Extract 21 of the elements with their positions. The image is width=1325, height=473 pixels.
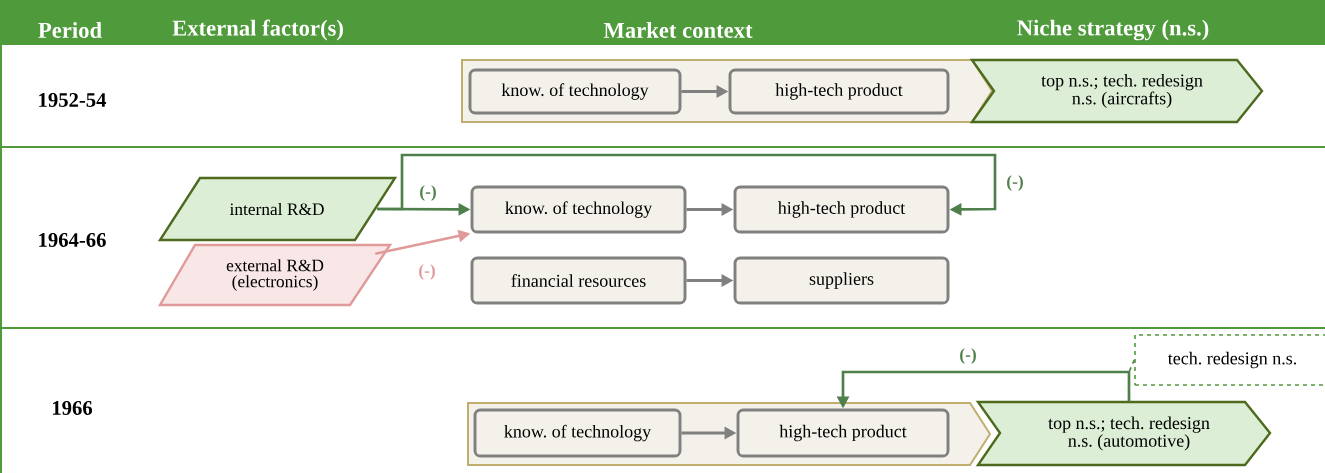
edge-label: (-): [417, 262, 437, 282]
leader-line: [1128, 359, 1135, 373]
period-label: 1952-54: [39, 93, 107, 107]
edge-label: (-): [418, 183, 438, 203]
dashed-box: tech. redesign n.s.: [1134, 334, 1325, 386]
process-box: suppliers: [733, 256, 950, 305]
edge-label: (-): [1005, 173, 1025, 193]
column-header: Period: [38, 22, 102, 38]
process-box: financial resources: [470, 256, 687, 305]
arrow: [377, 153, 997, 216]
process-box: know. of technology: [470, 185, 687, 234]
period-label: 1964-66: [39, 233, 106, 247]
edge-label: (-): [958, 346, 978, 366]
process-box: high-tech product: [728, 68, 950, 115]
process-box: know. of technology: [468, 68, 682, 115]
column-header: Market context: [603, 22, 753, 38]
process-box: high-tech product: [733, 185, 950, 234]
process-box: know. of technology: [473, 408, 682, 458]
process-box: high-tech product: [736, 408, 950, 458]
column-header: External factor(s): [172, 19, 343, 41]
period-label: 1966: [53, 401, 93, 415]
